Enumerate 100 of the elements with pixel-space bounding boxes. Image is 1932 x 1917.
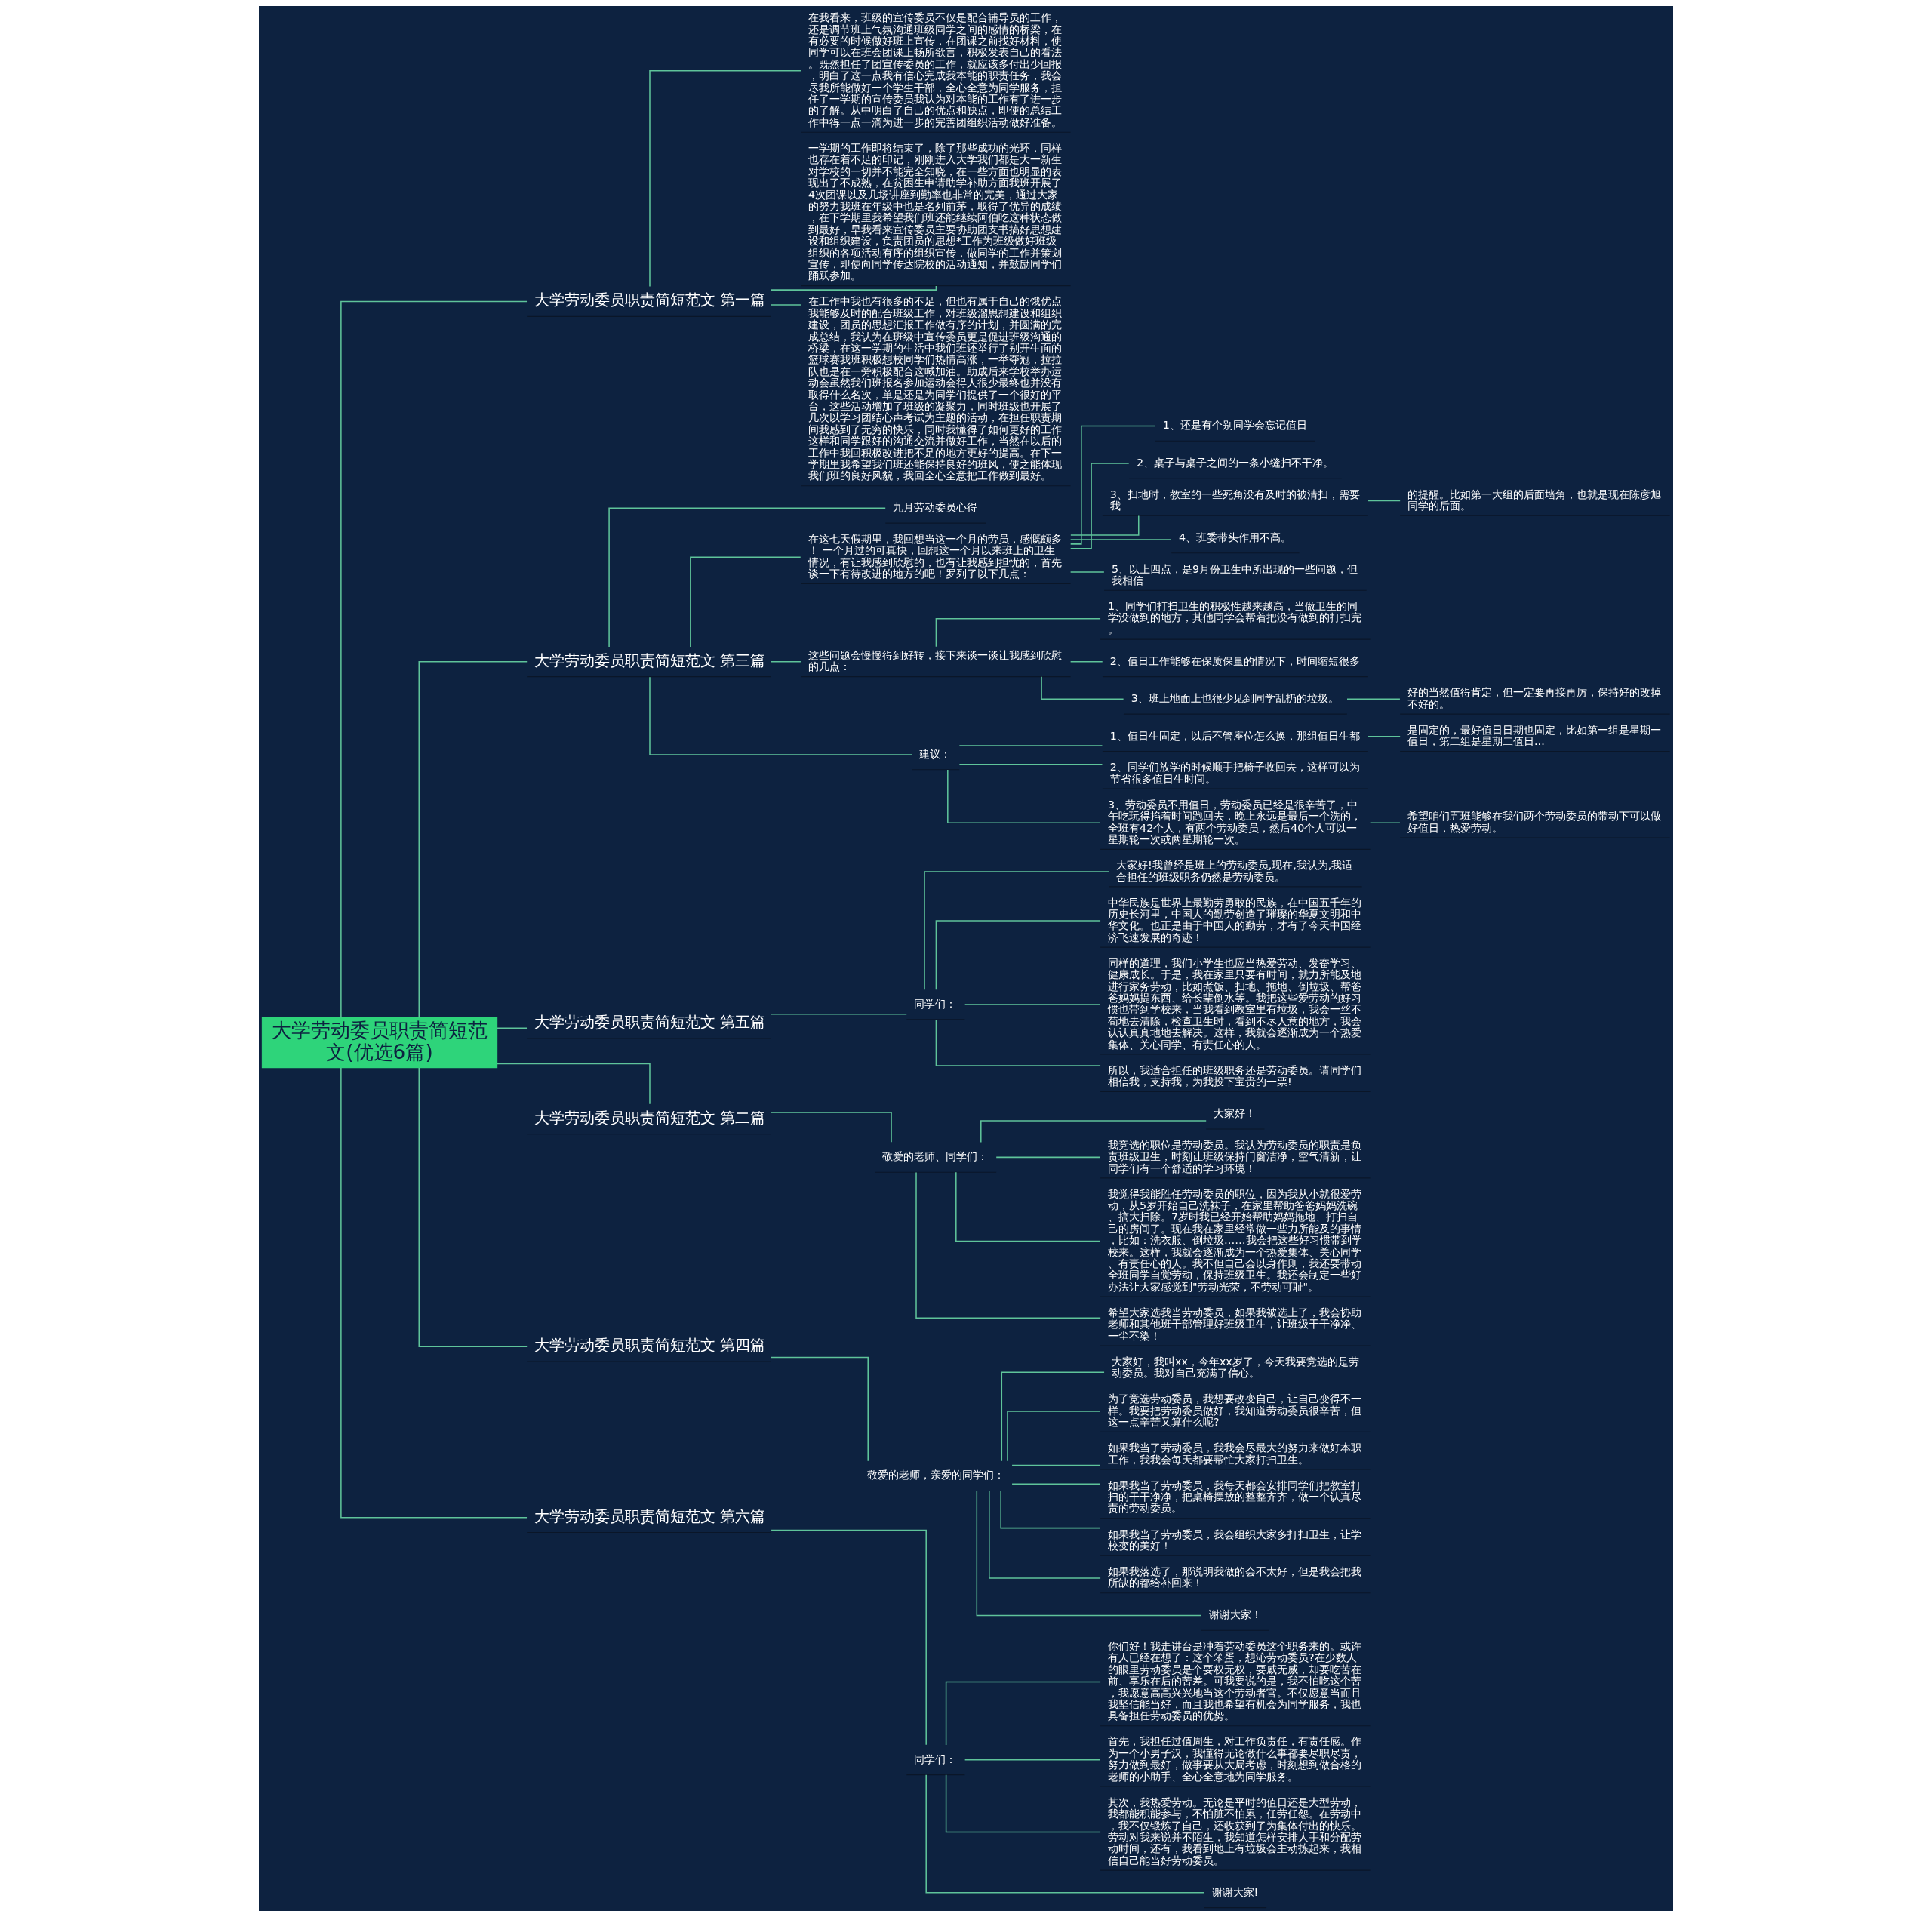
connector — [1069, 571, 1105, 573]
connector — [964, 1004, 1101, 1005]
node-text: 同学们： — [914, 1752, 957, 1765]
connector — [1069, 463, 1130, 549]
connector — [1041, 675, 1124, 700]
connector — [1000, 1490, 1101, 1529]
connector — [955, 1171, 1101, 1242]
node-text: 如果我当了劳动委员，我每天都会安排同学们把教室打扫的干干净净，把桌椅摆放的整整齐齐，做一个认真尽责的劳动委员。 — [1108, 1479, 1362, 1515]
connector — [1346, 698, 1401, 700]
connector — [770, 661, 801, 663]
node-text: 其次，我热爱劳动。无论是平时的值日还是大型劳动，我都能积能参与，不怕脏不怕累，任劳任怨。在劳动中，我不仅锻炼了自己，还收获到了为集体付出的快乐。劳动对我来说并不陌生，我知道怎样安排人手和分配劳动时间，还有，我看到地上有垃圾会主动拣起来，我相信自己能当好劳动委员。 — [1108, 1795, 1362, 1866]
node-text: 2、桌子与桌子之间的一条小缝扫不干净。 — [1137, 456, 1334, 469]
node-text: 谢谢大家！ — [1208, 1608, 1262, 1621]
node-text: 九月劳动委员心得 — [893, 501, 978, 514]
connector — [925, 1774, 1205, 1894]
connector — [770, 304, 801, 306]
node-text: 好的当然值得肯定，但一定要再接再厉，保持好的改掉不好的。 — [1407, 686, 1662, 710]
node-text: 同样的道理，我们小学生也应当热爱劳动、发奋学习、健康成长。于是，我在家里只要有时间，就力所能及地进行家务劳动，比如煮饭、扫地、拖地、倒垃圾、帮爸爸妈妈提东西、给长辈倒水等。我把这些爱劳动的好习惯也带到学校来，当我看到教室里有垃圾，我会一丝不苟地去清除，检查卫生时，看到不尽人意的地方，我会认认真真地地去解决。这样，我就会逐渐成为一个热爱集体、关心同学、有责任心的人。 — [1108, 956, 1362, 1051]
connector — [945, 1774, 1101, 1833]
node-text: 如果我落选了，那说明我做的会不太好，但是我会把我所缺的都给补回来！ — [1108, 1565, 1362, 1589]
node-text: 希望大家选我当劳动委员，如果我被选上了，我会协助老师和其他班干部管理好班级卫生，让班级干干净净、一尘不染！ — [1108, 1306, 1362, 1342]
node-text: 5、以上四点，是9月份卫生中所出现的一些问题，但我相信 — [1112, 562, 1358, 586]
node-text: 敬爱的老师、同学们： — [882, 1150, 989, 1163]
node-text: 大学劳动委员职责简短范文 第三篇 — [534, 651, 766, 669]
connector — [958, 745, 1103, 746]
node-text: 所以，我适合担任的班级职务还是劳动委员。请同学们相信我，支持我，为我投下宝贵的一票! — [1108, 1063, 1362, 1088]
connector — [649, 70, 801, 288]
connector — [690, 556, 801, 648]
node-text: 中华民族是世界上最勤劳勇敢的民族，在中国五千年的历史长河里，中国人的勤劳创造了璀璨的华夏文明和中华文化。也正是由于中国人的勤劳，才有了今天中国经济飞速发展的奇迹！ — [1108, 896, 1362, 943]
node-text: 首先，我担任过值周生，对工作负责任，有责任感。作为一个小男子汉，我懂得无论做什么事都要尽职尽责，努力做到最好，做事要从大局考虑，时刻想到做合格的老师的小助手、全心全意地为同学服务。 — [1108, 1735, 1362, 1783]
connector — [935, 1019, 1101, 1066]
connector — [1069, 425, 1156, 545]
node-text: 大家好，我叫xx，今年xx岁了，今天我要竞选的是劳动委员。我对自己充满了信心。 — [1112, 1355, 1359, 1380]
node-text: 2、值日工作能够在保质保量的情况下，时间缩短很多 — [1109, 654, 1360, 667]
connector — [340, 300, 528, 1019]
node-text: 大学劳动委员职责简短范文 第四篇 — [534, 1336, 766, 1354]
node-text: 在工作中我也有很多的不足，但也有属于自己的饿优点我能够及时的配合班级工作，对班级溜思想建设和组织建设，团员的思想汇报工作做有序的计划，并圆满的完成总结，我认为在班级中宣传委员更是促进班级沟通的桥梁，在这一学期的生活中我们班还举行了别开生面的篮球赛我班积极想校同学们热情高涨，一举夺冠，拉拉队也是在一旁积极配合这喊加油。助成后来学校举办运动会虽然我们班报名参加运动会得人很少最终也并没有取得什么名次，单是还是为同学们提供了一个很好的平台，这些活动增加了班级的凝聚力，同时班级也开展了几次以学习团结心声考试为主题的活动，在担任职责期间我感到了无穷的快乐，同时我懂得了如何更好的工作这样和同学跟好的沟通交流并做好工作，当然在以后的工作中我回积极改进把不足的地方更好的提高。在下一学期里我希望我们班还能保持良好的班风，使之能体现我们班的良好风貌，我回全心全意把工作做到最好。 — [808, 295, 1063, 482]
node-text: 是固定的，最好值日日期也固定，比如第一组是星期一值日，第二组是星期二值日... — [1407, 723, 1662, 748]
connector — [958, 763, 1103, 765]
node-text: 敬爱的老师，亲爱的同学们： — [866, 1469, 1004, 1482]
node-text: 大学劳动委员职责简短范文 第一篇 — [534, 291, 766, 309]
node-text: 1、同学们打扫卫生的积极性越来越高，当做卫生的同学没做到的地方，其他同学会帮着把没有做到的打扫完。 — [1108, 599, 1362, 635]
connector — [995, 1156, 1101, 1159]
node-text: 同学们： — [914, 997, 957, 1010]
connector — [1007, 1411, 1101, 1462]
connector — [770, 1356, 869, 1462]
connector — [418, 1067, 528, 1347]
node-text: 3、扫地时，教室的一些死角没有及时的被清扫，需要我 — [1109, 488, 1360, 512]
node-box: 大学劳动委员职责简短范文(优选6篇) — [261, 1017, 498, 1069]
connector — [989, 1490, 1101, 1579]
node-text: 3、劳动委员不用值日，劳动委员已经是很辛苦了，中午吃玩得掐着时间跑回去，晚上永远是最后一个洗的，全班有42个人，有两个劳动委员，然后40个人可以一星期轮一次或两星期轮一次。 — [1108, 798, 1362, 846]
connector — [1369, 822, 1401, 823]
node-text: 如果我当了劳动委员，我会组织大家多打扫卫生，让学校变的美好！ — [1108, 1528, 1362, 1552]
node-text: 我竞选的职位是劳动委员。我认为劳动委员的职责是负责班级卫生，时刻让班级保持门窗洁净，空气清新，让同学们有一个舒适的学习环境！ — [1108, 1138, 1362, 1174]
connector — [1011, 1464, 1101, 1466]
node-text: 大家好!我曾经是班上的劳动委员,现在,我认为,我适合担任的班级职务仍然是劳动委员。 — [1116, 859, 1353, 883]
connector — [964, 1759, 1101, 1761]
connector — [649, 676, 912, 755]
connector — [1069, 661, 1103, 663]
node-text: 我觉得我能胜任劳动委员的职位，因为我从小就很爱劳动，从5岁开始自己洗袜子，在家里帮助爸爸妈妈洗碗、搞大扫除。7岁时我已经开始帮助妈妈拖地、打扫自己的房间了。现在我在家里经常做一些力所能及的事情，比如：洗衣服、倒垃圾……我会把这些好习惯带到学校来。这样，我就会逐渐成为一个热爱集体、关心同学、有责任心的人。我不但自己会以身作则，我还要带动全班同学自觉劳动，保持班级卫生。我还会制定一些好办法让大家感觉到"劳动光荣，不劳动可耻"。 — [1108, 1187, 1362, 1293]
connector — [1367, 736, 1401, 737]
node-text: 2、同学们放学的时候顺手把椅子收回去，这样可以为节省很多值日生时间。 — [1109, 761, 1360, 785]
node-text: 谢谢大家! — [1211, 1885, 1259, 1898]
connector — [915, 1171, 1101, 1319]
node-text: 大学劳动委员职责简短范文 第六篇 — [534, 1507, 766, 1525]
connector — [924, 871, 1109, 990]
node-text: 你们好！我走讲台是冲着劳动委员这个职务来的。或许有人已经在想了：这个笨蛋，想沁劳动委员?在少数人的眼里劳动委员是个要权无权，要威无威，却要吃苦在前、享乐在后的苦差。可我要说的是，我不怕吃这个苦，我愿意高高兴兴地当这个劳动者官。不仅愿意当而且我坚信能当好，而且我也希望有机会为同学服务，我也具备担任劳动委员的优势。 — [1108, 1639, 1362, 1722]
connector — [770, 1013, 907, 1015]
connector — [935, 617, 1101, 648]
connector — [771, 1529, 927, 1746]
connector — [771, 1112, 892, 1143]
connector — [935, 920, 1101, 990]
connector — [945, 1681, 1101, 1746]
connector — [771, 285, 937, 291]
node-text: 大学劳动委员职责简短范文 第五篇 — [534, 1014, 766, 1032]
connector — [947, 769, 1101, 823]
node-text: 这些问题会慢慢得到好转，接下来谈一谈让我感到欣慰的几点： — [808, 648, 1063, 673]
node-text: 4、班委带头作用不高。 — [1179, 531, 1292, 543]
node-text: 在我看来，班级的宣传委员不仅是配合辅导员的工作，还是调节班上气氛沟通班级同学之间的感情的桥梁，在有必要的时候做好班上宣传，在团课之前找好材料，使同学可以在班会团课上畅所欲言，积极发表自己的看法。既然担任了团宣传委员的工作，就应该多付出少回报，明白了这一点我有信心完成我本能的职责任务，我会尽我所能做好一个学生干部，全心全意为同学服务，担任了一学期的宣传委员我认为对本能的工作有了进一步的了解。从中明白了自己的优点和缺点，即使的总结工作中得一点一滴为进一步的完善团组织活动做好准备。 — [808, 11, 1063, 128]
node-text: 在这七天假期里，我回想当这一个月的劳员，感慨颇多！ 一个月过的可真快，回想这一个月以来班上的卫生情况，有让我感到欣慰的，也有让我感到担忧的，首先谈一下有待改进的地方的吧！罗列了以下几点： — [808, 532, 1063, 580]
connector — [1070, 515, 1140, 536]
connector — [497, 1027, 528, 1029]
connector — [1069, 539, 1172, 540]
node-text: 3、班上地面上也很少见到同学乱扔的垃圾。 — [1131, 692, 1339, 705]
node-text: 如果我当了劳动委员，我我会尽最大的努力来做好本职工作，我我会每天都要帮忙大家打扫卫生。 — [1108, 1442, 1362, 1466]
node-text: 大家好！ — [1214, 1106, 1257, 1119]
node-text: 希望咱们五班能够在我们两个劳动委员的带动下可以做好值日，热爱劳动。 — [1407, 810, 1662, 834]
connector — [340, 1067, 528, 1519]
node-text: 1、值日生固定，以后不管座位怎么换，那组值日生都 — [1109, 729, 1360, 742]
node-text: 的提醒。比如第一大组的后面墙角，也就是现在陈彦旭同学的后面。 — [1407, 488, 1662, 512]
connector — [418, 661, 528, 1019]
node-text: 大学劳动委员职责简短范文 第二篇 — [534, 1109, 766, 1127]
connector — [1367, 500, 1401, 502]
connector — [1001, 1371, 1105, 1462]
connector — [980, 1120, 1207, 1143]
node-text: 1、还是有个别同学会忘记值日 — [1162, 419, 1307, 432]
node-text: 建议： — [919, 747, 952, 760]
connector — [976, 1491, 1202, 1617]
node-text: 一学期的工作即将结束了，除了那些成功的光环，同样也存在着不足的印记，刚刚进入大学我们都是大一新生对学校的一切并不能完全知晓，在一些方面也明显的表现出了不成熟，在贫困生申请助学补助方面我班开展了4次团课以及几场讲座到勤率也非常的完美，通过大家的努力我班在年级中也是名列前茅，取得了优异的成绩，在下学期里我希望我们班还能继续阿伯吃这种状态做到最好，早我看来宣传委员主要协助团支书搞好思想建设和组织建设，负责团员的思想*工作为班级做好班级组织的各项活动有序的组织宣传，做同学的工作并策划宣传，即使向同学传达院校的活动通知，并鼓励同学们踊跃参加。 — [808, 141, 1063, 282]
connector — [497, 1063, 651, 1105]
